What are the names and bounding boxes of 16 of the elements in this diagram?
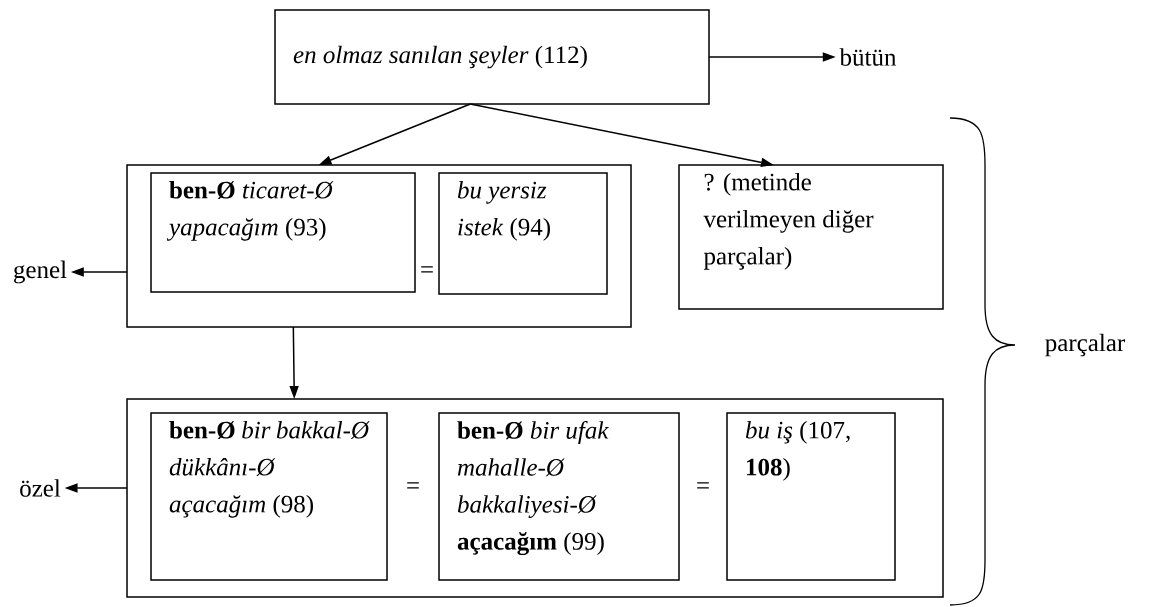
text-box: en olmaz sanılan şeyler (112) (274, 9, 710, 105)
text-box: ben-Ø bir bakkal-Ø dükkânı-Ø açacağım (98) (150, 412, 388, 581)
term-label: özel (20, 479, 61, 497)
equals-sign: = (697, 482, 709, 489)
brace-label: parçalar (1045, 333, 1126, 357)
text-box: bu iş (107, 108) (726, 412, 896, 581)
text-box: ben-Ø bir ufak mahalle-Ø bakkaliyesi-Ø açacağım (99) (438, 412, 680, 581)
equals-sign: = (407, 482, 419, 489)
term-label: bütün (839, 48, 897, 66)
group-box (126, 398, 944, 598)
text-box: bu yersiz istek (94) (438, 172, 608, 295)
text-box: ben-Ø ticaret-Ø yapacağım (93) (150, 172, 416, 293)
equals-sign: = (421, 266, 433, 273)
group-box (126, 164, 632, 328)
text-box: ? (metinde verilmeyen diğer parçalar) (678, 164, 944, 310)
term-label: genel (14, 260, 67, 284)
